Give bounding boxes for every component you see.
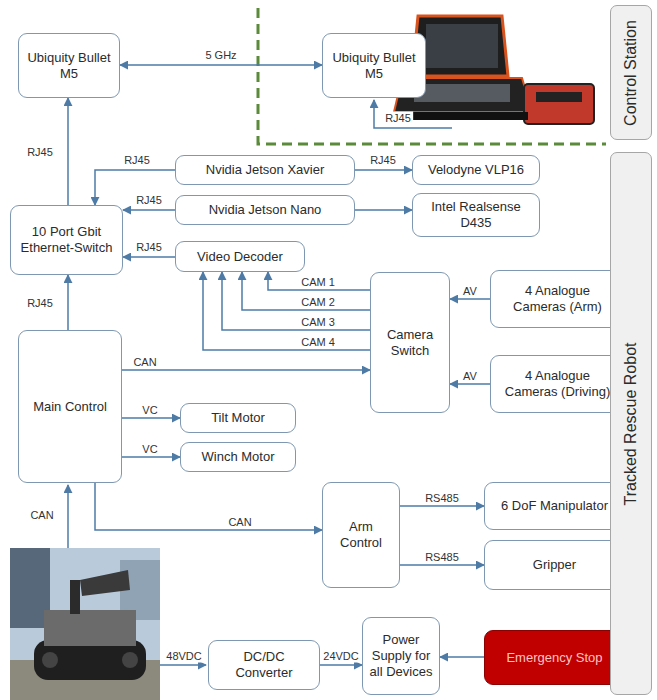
motor-box: Tilt Motor [180, 403, 296, 433]
signal-label: CAM 2 [299, 296, 337, 309]
node-label: 4 Analogue Cameras (Driving) [497, 368, 618, 400]
motor-box: Winch Motor [180, 442, 296, 472]
node-label: Nvidia Jetson Nano [209, 202, 322, 218]
signal-label: RS485 [423, 551, 461, 564]
node-label: Power Supply for all Devices [369, 632, 433, 680]
node-label: 10 Port Gbit Ethernet-Switch [17, 224, 116, 256]
switch-box: Camera Switch [370, 272, 450, 413]
rj45-wire [374, 100, 452, 128]
connector-arrow [122, 456, 180, 458]
node-label: Winch Motor [202, 449, 275, 465]
can-wire [67, 485, 69, 548]
signal-label: CAM 1 [299, 276, 337, 289]
robot-photo [10, 548, 160, 700]
emergency-stop: Emergency Stop [484, 630, 625, 685]
connector-arrow [355, 169, 412, 171]
computer-box: Nvidia Jetson Xavier [175, 155, 355, 185]
node-label: Arm Control [329, 519, 393, 551]
signal-label: RS485 [423, 492, 461, 505]
signal-label: CAM 3 [299, 316, 337, 329]
node-label: Ubiquity Bullet M5 [25, 50, 113, 82]
connector-arrow [122, 417, 180, 419]
signal-label: CAM 4 [299, 336, 337, 349]
converter-box: DC/DC Converter [208, 640, 320, 690]
node-label: Intel Realsense D435 [419, 199, 533, 231]
connector-arrow [203, 272, 370, 350]
connector-arrow [450, 298, 490, 300]
network-radio: Ubiquity Bullet M5 [18, 33, 120, 98]
signal-label: AV [461, 370, 479, 383]
node-label: DC/DC Converter [215, 649, 313, 681]
connector-arrow [320, 664, 362, 666]
connector-arrow [400, 564, 484, 566]
section-band: Tracked Rescue Robot [610, 152, 652, 695]
connector-arrow [67, 275, 69, 330]
signal-label: RJ45 [134, 194, 164, 207]
actuator-box: Gripper [484, 540, 625, 590]
signal-label: AV [461, 285, 479, 298]
connector-arrow [95, 483, 322, 530]
connector-arrow [120, 64, 322, 66]
signal-label: VC [140, 443, 159, 456]
signal-label: CAN [131, 356, 158, 369]
signal-label: RJ45 [368, 154, 398, 167]
connector-arrow [123, 209, 175, 211]
controller-box: Arm Control [322, 482, 400, 588]
node-label: Video Decoder [197, 249, 283, 265]
decoder-box: Video Decoder [175, 241, 305, 272]
node-label: Tilt Motor [211, 410, 265, 426]
boundary-dashed-line [258, 8, 606, 144]
node-label: Nvidia Jetson Xavier [206, 162, 325, 178]
signal-label: CAN [28, 509, 55, 522]
node-label: Gripper [533, 557, 576, 573]
node-label: Main Control [33, 399, 107, 415]
connector-arrow [355, 209, 412, 211]
signal-label: RJ45 [122, 154, 152, 167]
node-label: 6 DoF Manipulator [501, 498, 608, 514]
camera-box: 4 Analogue Cameras (Arm) [490, 270, 625, 328]
signal-label: RJ45 [134, 241, 164, 254]
connector-arrow [450, 383, 490, 385]
connector-arrow [122, 369, 370, 371]
connector-arrow [268, 272, 370, 290]
camera-box: 4 Analogue Cameras (Driving) [490, 355, 625, 413]
signal-label: 5 GHz [203, 49, 238, 62]
connector-arrow [123, 256, 175, 258]
power-wire [160, 664, 206, 666]
switch-box: 10 Port Gbit Ethernet-Switch [10, 205, 123, 275]
signal-label: 48VDC [164, 650, 203, 663]
signal-label: VC [140, 404, 159, 417]
power-box: Power Supply for all Devices [362, 617, 440, 695]
computer-box: Nvidia Jetson Nano [175, 195, 355, 225]
signal-label: RJ45 [383, 112, 413, 125]
node-label: Ubiquity Bullet M5 [329, 50, 419, 82]
node-label: Tracked Rescue Robot [623, 342, 639, 505]
signal-label: RJ45 [25, 297, 55, 310]
connector-arrow [400, 505, 484, 507]
connector-arrow [242, 272, 370, 310]
section-band: Control Station [610, 5, 652, 140]
signal-label: CAN [226, 516, 253, 529]
controller-box: Main Control [18, 330, 122, 483]
node-label: Control Station [623, 20, 639, 126]
node-label: Camera Switch [377, 327, 443, 359]
connector-arrow [440, 656, 484, 658]
sensor-box: Intel Realsense D435 [412, 193, 540, 237]
signal-label: RJ45 [25, 146, 55, 159]
node-label: Velodyne VLP16 [428, 162, 524, 178]
connector-arrow [67, 98, 69, 205]
signal-label: 24VDC [321, 650, 360, 663]
node-label: Emergency Stop [506, 650, 602, 666]
node-label: 4 Analogue Cameras (Arm) [497, 283, 618, 315]
connector-arrow [222, 272, 370, 330]
actuator-box: 6 DoF Manipulator [484, 482, 625, 530]
network-radio: Ubiquity Bullet M5 [322, 33, 426, 98]
sensor-box: Velodyne VLP16 [412, 155, 540, 185]
